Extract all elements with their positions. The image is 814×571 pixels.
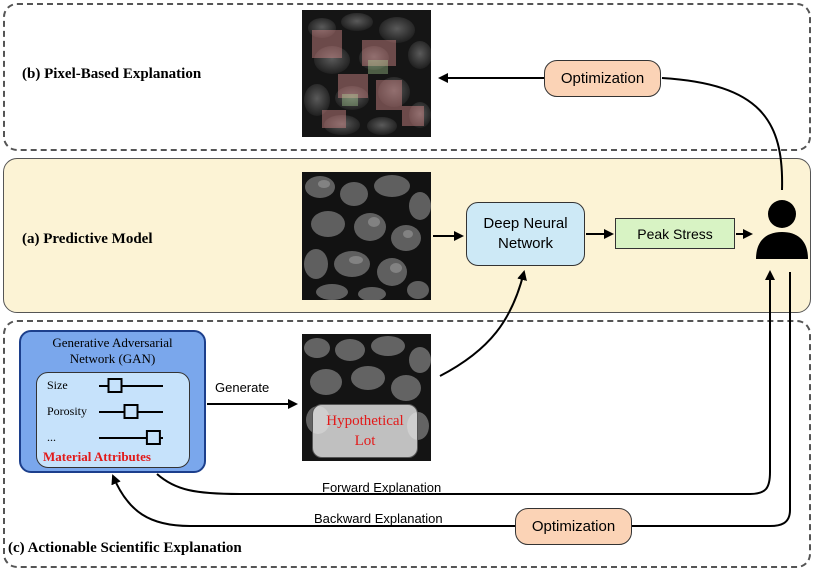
material-input-image bbox=[302, 172, 431, 300]
arrow-user-to-optimization-top bbox=[661, 77, 784, 191]
peak-stress-node: Peak Stress bbox=[615, 218, 735, 249]
backward-explanation-label: Backward Explanation bbox=[314, 511, 443, 526]
dnn-label-line1: Deep Neural bbox=[483, 215, 568, 232]
arrow-forward-explanation bbox=[156, 270, 775, 495]
panel-label-predictive: (a) Predictive Model bbox=[22, 231, 153, 247]
dnn-label-line2: Network bbox=[497, 235, 553, 252]
optimization-top-node: Optimization bbox=[544, 60, 661, 97]
arrow-hypothetical-to-dnn bbox=[439, 270, 527, 377]
optimization-bottom-node: Optimization bbox=[515, 508, 632, 545]
user-icon bbox=[753, 197, 811, 263]
attribute-more-label: ... bbox=[47, 430, 56, 444]
attribute-size-label: Size bbox=[47, 378, 68, 392]
hypothetical-lot-node: Hypothetical Lot bbox=[312, 404, 418, 458]
arrow-backward-explanation bbox=[111, 474, 515, 527]
hypothetical-label-line2: Lot bbox=[354, 433, 376, 449]
panel-label-pixel: (b) Pixel-Based Explanation bbox=[22, 66, 202, 82]
forward-explanation-label: Forward Explanation bbox=[322, 480, 442, 495]
material-attributes-box: Size Porosity ... Material Attributes bbox=[36, 372, 190, 468]
attribute-porosity-label: Porosity bbox=[47, 404, 88, 418]
panel-label-actionable: (c) Actionable Scientific Explanation bbox=[8, 540, 242, 556]
gan-title-line2: Network (GAN) bbox=[69, 351, 156, 366]
arrow-user-to-optimization-bottom bbox=[632, 272, 791, 527]
slider-knob-size[interactable] bbox=[107, 378, 123, 393]
attribute-sliders bbox=[99, 378, 163, 445]
deep-neural-network-node: Deep Neural Network bbox=[466, 202, 585, 266]
slider-knob-porosity[interactable] bbox=[123, 404, 139, 419]
gan-title-line1: Generative Adversarial bbox=[52, 335, 173, 350]
hypothetical-label-line1: Hypothetical bbox=[326, 413, 404, 429]
slider-knob-more[interactable] bbox=[145, 430, 161, 445]
gan-block: Generative Adversarial Network (GAN) Siz… bbox=[19, 330, 206, 473]
heatmap-explanation-image bbox=[302, 10, 431, 137]
material-attributes-title: Material Attributes bbox=[43, 449, 151, 464]
generate-edge-label: Generate bbox=[215, 380, 270, 395]
